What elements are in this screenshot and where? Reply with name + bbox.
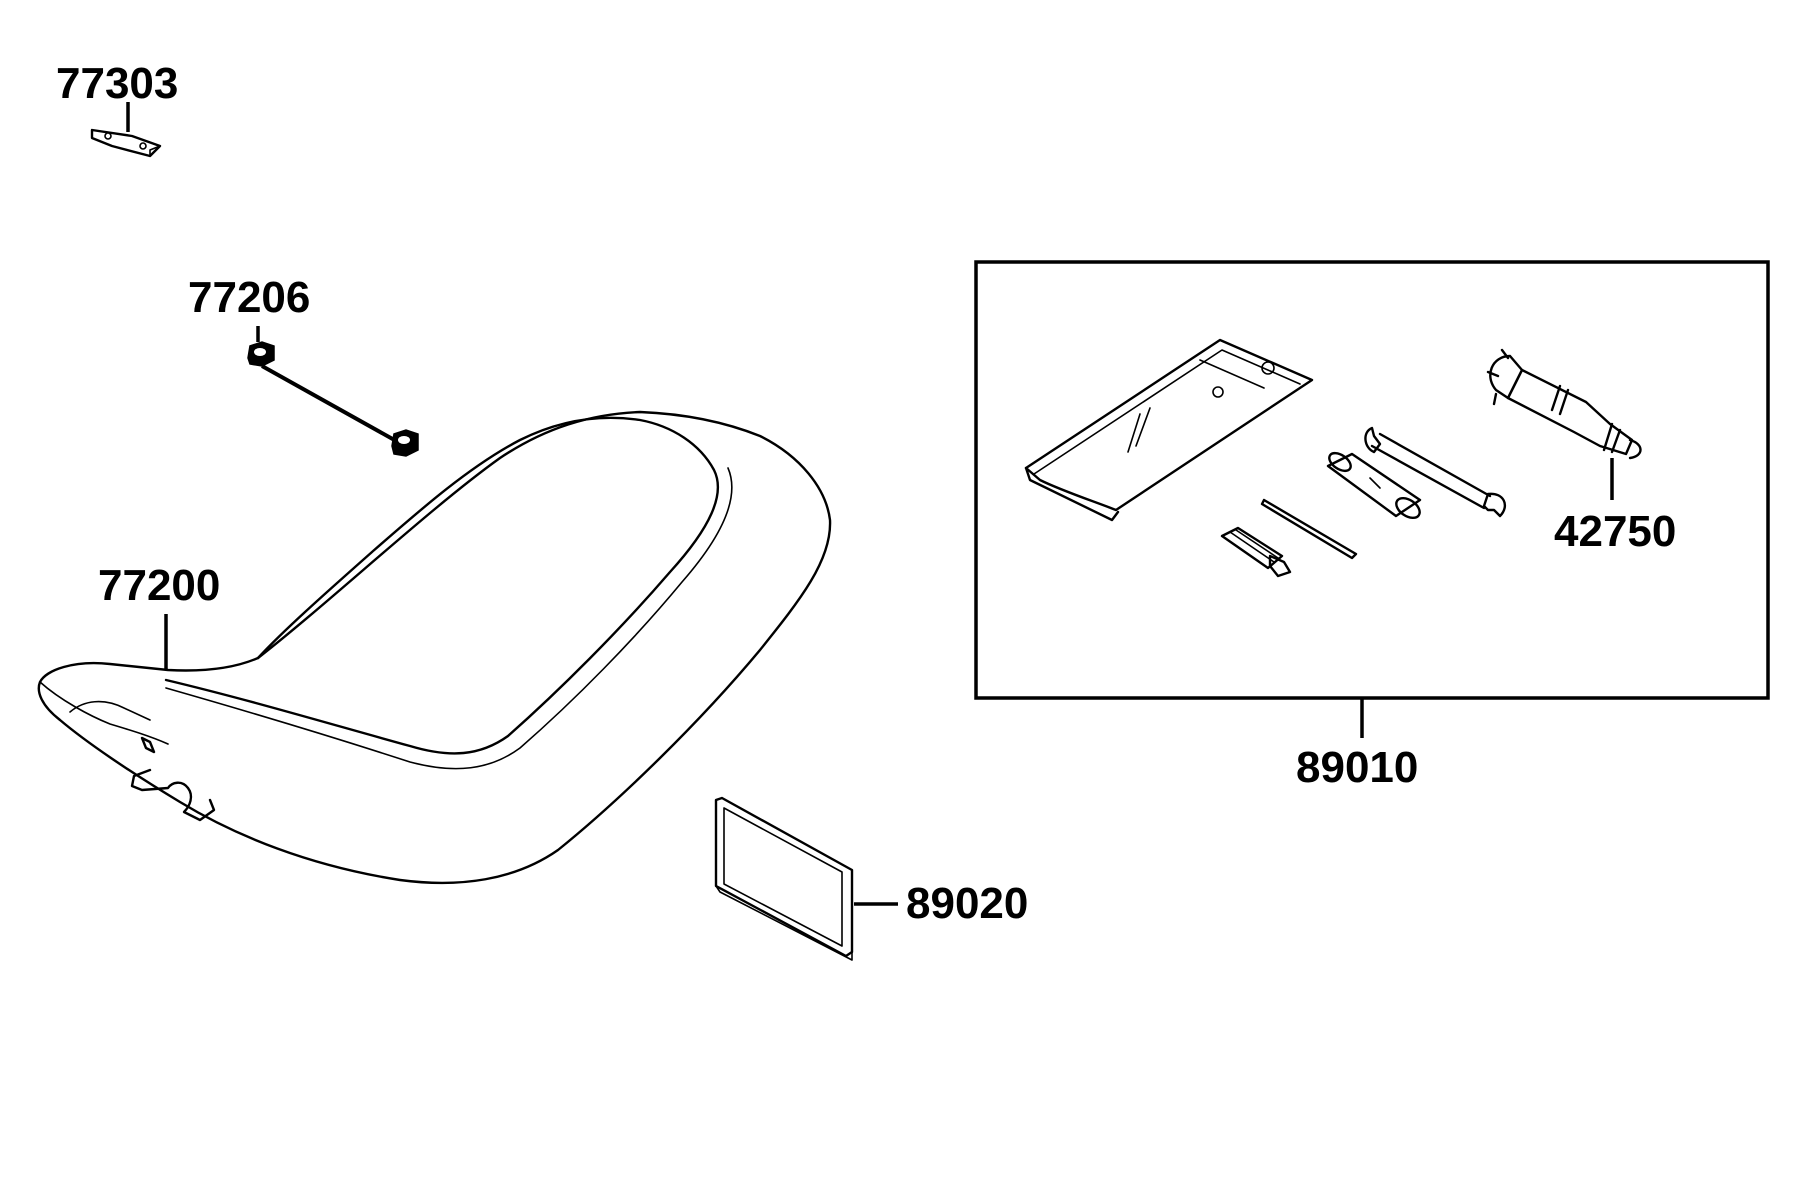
part-89020-document[interactable] [714, 796, 898, 961]
tool-rod [1260, 498, 1358, 560]
tool-pouch [1024, 338, 1314, 522]
label-77200: 77200 [98, 561, 220, 610]
label-42750: 42750 [1554, 507, 1676, 556]
label-77303: 77303 [56, 59, 178, 108]
part-77303-bracket[interactable] [90, 102, 162, 158]
tool-screwdriver [1220, 526, 1292, 578]
label-89020: 89020 [906, 879, 1028, 928]
tool-spanner [1364, 426, 1507, 518]
part-77206-strap[interactable] [247, 326, 419, 457]
part-42750-wrench[interactable] [1486, 348, 1642, 500]
part-77200-seat[interactable] [37, 410, 832, 885]
label-77206: 77206 [188, 273, 310, 322]
tool-socket [1326, 451, 1422, 520]
part-89010-toolkit[interactable] [974, 260, 1770, 738]
label-89010: 89010 [1296, 743, 1418, 792]
